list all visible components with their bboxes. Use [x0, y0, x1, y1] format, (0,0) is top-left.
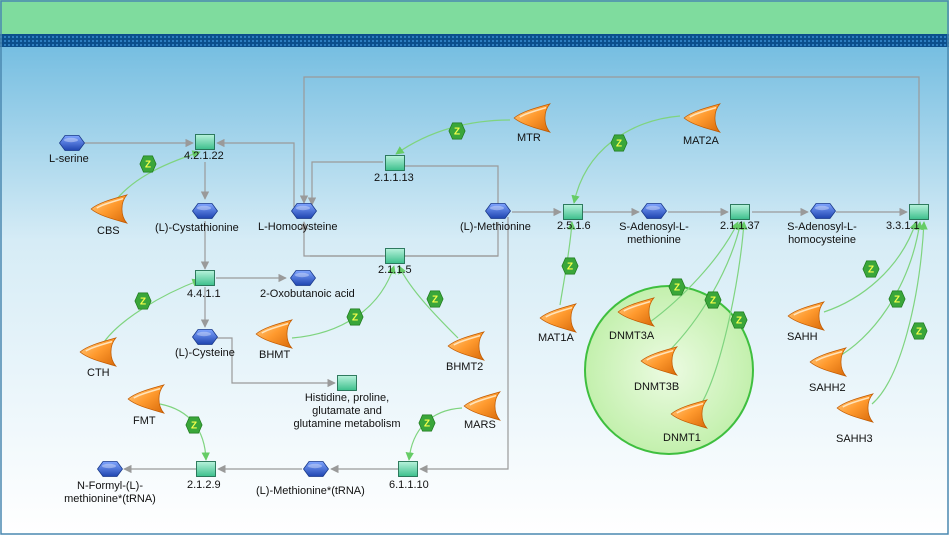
- catalysis-badge-icon: [668, 278, 686, 296]
- header-band: [0, 0, 949, 34]
- protein-label-sahh2[interactable]: SAHH2: [809, 382, 846, 394]
- catalysis-badge-icon: [139, 155, 157, 173]
- reaction-box-icon: [398, 461, 418, 477]
- metabolite-hex-icon: [192, 203, 218, 219]
- reaction-box-icon: [385, 248, 405, 264]
- catalysis-badge-icon: [185, 416, 203, 434]
- reaction-label-42122[interactable]: 4.2.1.22: [184, 150, 224, 162]
- protein-label-mars[interactable]: MARS: [464, 419, 496, 431]
- metabolite-hex-icon: [485, 203, 511, 219]
- protein-label-dnmt3b[interactable]: DNMT3B: [634, 381, 679, 393]
- protein-labels: CBS MTR MAT2A CTH BHMT BHMT2 MAT1A DNMT3…: [87, 132, 873, 445]
- catalysis-badge-icon: [610, 134, 628, 152]
- protein-label-cbs[interactable]: CBS: [97, 225, 120, 237]
- catalysis-badge-icon: [134, 292, 152, 310]
- metabolite-label-fmet-trna[interactable]: N-Formyl-(L)-methionine*(tRNA): [64, 480, 156, 505]
- pathway-box-icon: [337, 375, 357, 391]
- metabolite-hex-icon: [192, 329, 218, 345]
- protein-label-bhmt[interactable]: BHMT: [259, 349, 290, 361]
- metabolite-label-serine[interactable]: L-serine: [49, 153, 89, 165]
- metabolite-hex-icon: [291, 203, 317, 219]
- catalysis-badge-icon: [426, 290, 444, 308]
- metabolite-hex-icon: [303, 461, 329, 477]
- reaction-label-3311[interactable]: 3.3.1.1: [886, 220, 920, 232]
- protein-label-mat1a[interactable]: MAT1A: [538, 332, 575, 344]
- metabolite-hex-icon: [641, 203, 667, 219]
- metabolite-label-cysteine[interactable]: (L)-Cysteine: [175, 347, 235, 359]
- reaction-box-icon: [385, 155, 405, 171]
- reaction-label-21113[interactable]: 2.1.1.13: [374, 172, 414, 184]
- protein-label-fmt[interactable]: FMT: [133, 415, 156, 427]
- protein-label-mat2a[interactable]: MAT2A: [683, 135, 720, 147]
- catalysis-badge-icon: [448, 122, 466, 140]
- reaction-box-icon: [195, 134, 215, 150]
- protein-label-dnmt3a[interactable]: DNMT3A: [609, 330, 655, 342]
- catalysis-badge-icon: [346, 308, 364, 326]
- metabolite-label-sam[interactable]: S-Adenosyl-L-methionine: [619, 221, 689, 246]
- metabolite-hex-icon: [290, 270, 316, 286]
- metabolite-hex-icon: [97, 461, 123, 477]
- reaction-labels: 4.2.1.22 2.1.1.13 4.4.1.1 2.1.1.5 2.5.1.…: [184, 150, 920, 491]
- header-stripe: [0, 34, 949, 47]
- reaction-box-icon: [195, 270, 215, 286]
- reaction-label-2516[interactable]: 2.5.1.6: [557, 220, 591, 232]
- reaction-box-icon: [730, 204, 750, 220]
- catalysis-badge-icon: [862, 260, 880, 278]
- metabolite-label-met-trna[interactable]: (L)-Methionine*(tRNA): [256, 485, 365, 497]
- protein-label-bhmt2[interactable]: BHMT2: [446, 361, 483, 373]
- catalysis-badge-icon: [910, 322, 928, 340]
- reaction-box-icon: [909, 204, 929, 220]
- reaction-box-icon: [196, 461, 216, 477]
- reaction-label-2129[interactable]: 2.1.2.9: [187, 479, 221, 491]
- protein-label-sahh[interactable]: SAHH: [787, 331, 818, 343]
- reaction-label-2115[interactable]: 2.1.1.5: [378, 264, 412, 276]
- catalysis-badge-icon: [418, 414, 436, 432]
- metabolite-label-oxobutanoic[interactable]: 2-Oxobutanoic acid: [260, 288, 355, 300]
- reaction-edges: [84, 76, 920, 474]
- reaction-box-icon: [563, 204, 583, 220]
- reaction-label-21137[interactable]: 2.1.1.37: [720, 220, 760, 232]
- reaction-label-4411[interactable]: 4.4.1.1: [187, 288, 221, 300]
- protein-label-mtr[interactable]: MTR: [517, 132, 541, 144]
- protein-label-dnmt1[interactable]: DNMT1: [663, 432, 701, 444]
- metabolite-label-sah[interactable]: S-Adenosyl-L-homocysteine: [787, 221, 857, 246]
- metabolite-label-cystathionine[interactable]: (L)-Cystathionine: [155, 222, 239, 234]
- metabolite-hex-icon: [59, 135, 85, 151]
- catalysis-badge-icon: [704, 291, 722, 309]
- catalysis-badge-icon: [561, 257, 579, 275]
- protein-label-sahh3[interactable]: SAHH3: [836, 433, 873, 445]
- metabolite-labels: L-serine (L)-Cystathionine L-Homocystein…: [49, 153, 857, 505]
- catalysis-badge-icon: [888, 290, 906, 308]
- reaction-label-6110[interactable]: 6.1.1.10: [389, 479, 429, 491]
- metabolite-label-homocysteine[interactable]: L-Homocysteine: [258, 221, 337, 233]
- protein-label-cth[interactable]: CTH: [87, 367, 110, 379]
- catalysis-badge-icon: [730, 311, 748, 329]
- metabolite-label-methionine[interactable]: (L)-Methionine: [460, 221, 531, 233]
- metabolite-hex-icon: [810, 203, 836, 219]
